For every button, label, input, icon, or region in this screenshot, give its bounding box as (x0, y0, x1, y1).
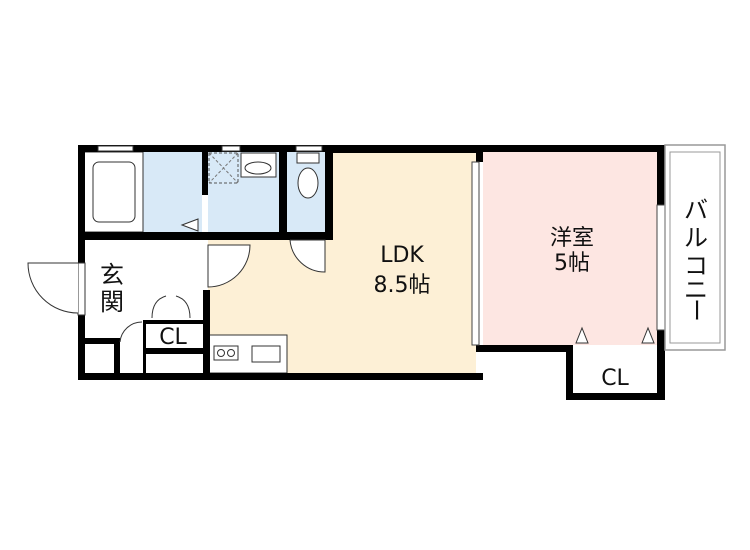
ldk-label: LDK (380, 243, 424, 268)
ldk-size: 8.5帖 (374, 273, 431, 298)
entrance-label: 玄 (100, 261, 124, 289)
walls (78, 145, 665, 400)
bath-door-icon (180, 218, 199, 232)
closet-door-icon (575, 326, 589, 344)
western-room-size: 5帖 (554, 251, 590, 276)
closet-door-icon (641, 326, 655, 344)
toilet-bowl (297, 167, 319, 199)
balcony-window[interactable] (656, 204, 666, 331)
entrance-label: 関 (100, 288, 124, 316)
toilet-tank (296, 152, 320, 164)
shoe-box-door[interactable] (119, 321, 143, 343)
bathtub-inner (92, 161, 136, 223)
burner-icon (227, 349, 235, 357)
balcony (664, 144, 726, 351)
washer-space (208, 152, 239, 184)
burner-icon (217, 349, 225, 357)
window[interactable] (97, 145, 134, 152)
closet-label: CL (601, 366, 629, 391)
balcony-label: ー (682, 298, 710, 322)
western-room-floor (483, 152, 657, 345)
balcony-label: ル (684, 224, 708, 252)
washer-cross (208, 152, 239, 184)
sliding-door[interactable] (471, 161, 480, 346)
ldk-door[interactable] (207, 244, 251, 288)
toilet-door[interactable] (289, 239, 326, 273)
balcony-label: バ (684, 196, 708, 224)
ldk-floor (333, 152, 476, 373)
balcony-label: ニ (684, 276, 708, 304)
balcony-inner (669, 151, 721, 344)
window[interactable] (295, 145, 323, 152)
kitchen-sink (251, 345, 281, 363)
closet-doors[interactable] (151, 295, 191, 319)
window[interactable] (221, 145, 241, 152)
western-room-label: 洋室 (550, 226, 594, 251)
closet-label: CL (159, 325, 187, 350)
sink-bowl (244, 161, 272, 175)
balcony-label: コ (684, 252, 708, 280)
entrance-door[interactable] (27, 262, 79, 314)
entrance-door-frame[interactable] (77, 262, 86, 316)
